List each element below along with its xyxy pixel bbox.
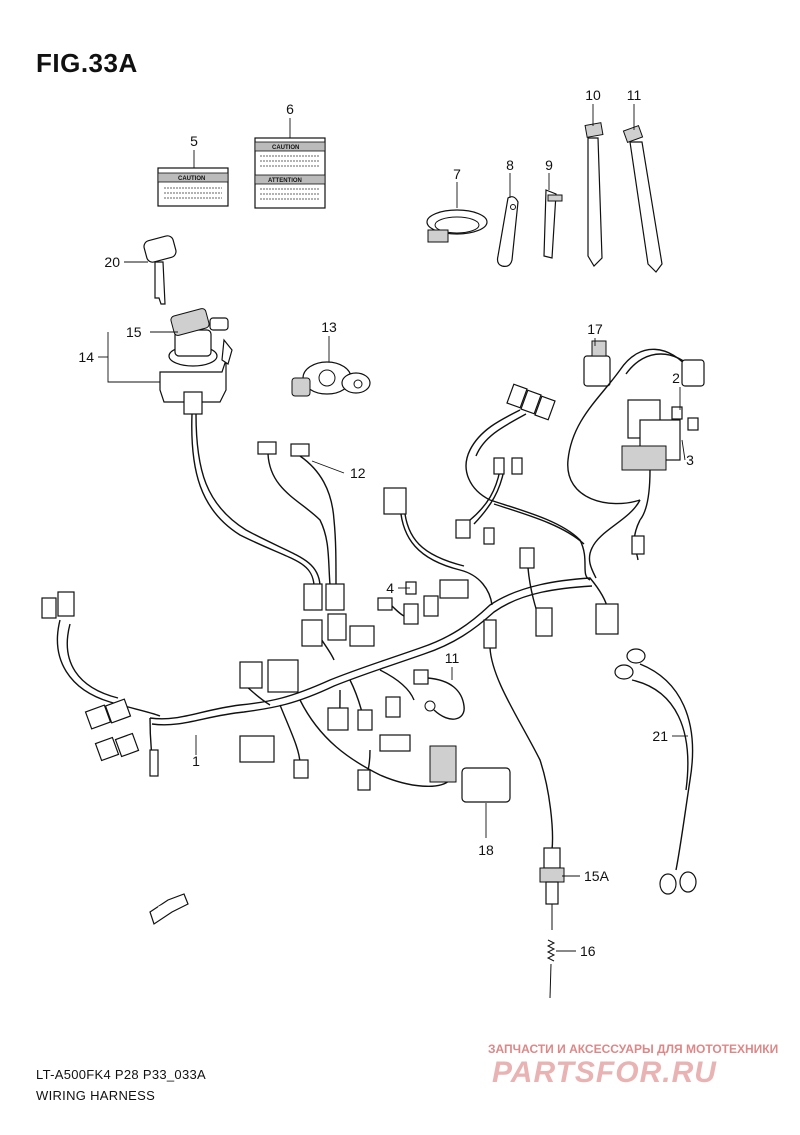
callout-15a: 15 (126, 324, 142, 340)
clamp-part (426, 209, 488, 243)
clip-part (543, 189, 563, 259)
callout-20: 20 (104, 254, 120, 270)
attention-text: ATTENTION (268, 178, 302, 184)
callout-12: 11 (445, 650, 460, 666)
callout-18: 17 (587, 321, 603, 337)
figure-title: FIG.33A (36, 48, 138, 78)
ground-lead-12 (413, 669, 465, 720)
leader-lines (98, 104, 688, 952)
caution-label-small: CAUTION (157, 167, 229, 207)
watermark-tagline: ЗАПЧАСТИ И АКСЕССУАРЫ ДЛЯ МОТОТЕХНИКИ (488, 1042, 779, 1056)
callout-5: 5 (190, 133, 198, 149)
callout-16: 15A (584, 868, 610, 884)
callout-3: 3 (686, 452, 694, 468)
regulator-part-19 (429, 745, 511, 803)
callout-2: 2 (672, 370, 680, 386)
sub-harness-13 (257, 441, 345, 611)
fuse-box-part (621, 399, 699, 521)
callout-1: 1 (192, 753, 200, 769)
main-harness-1 (41, 487, 641, 791)
tie-band-large-part (622, 124, 663, 273)
caution-text-large: CAUTION (272, 145, 299, 151)
caution-attention-label: CAUTION ATTENTION (254, 137, 326, 209)
watermark-brand: PARTSFOR.RU (492, 1056, 717, 1089)
callout-19: 18 (478, 842, 494, 858)
callout-21: 21 (652, 728, 668, 744)
holder-part (496, 196, 519, 267)
callout-17: 16 (580, 943, 596, 959)
upper-connector-cluster (455, 383, 556, 545)
callout-9: 9 (545, 157, 553, 173)
callout-15: 14 (78, 349, 94, 365)
sensor-part-14 (291, 361, 371, 397)
callouts: 5 6 7 8 9 10 11 20 15 14 13 17 2 3 12 4 … (78, 87, 694, 959)
callout-14: 13 (321, 319, 337, 335)
callout-13: 12 (350, 465, 366, 481)
callout-8: 8 (506, 157, 514, 173)
fwd-arrow: FWD (149, 893, 189, 925)
tie-band-part (584, 122, 604, 267)
caution-text-small: CAUTION (178, 176, 205, 182)
sensor-part-16 (483, 619, 565, 930)
relay-part-18 (583, 340, 611, 387)
callout-11: 11 (627, 87, 642, 103)
spring-part-17 (546, 939, 556, 999)
key-part (143, 235, 177, 305)
model-code: LT-A500FK4 P28 P33_033A (36, 1067, 206, 1082)
callout-4: 4 (386, 580, 394, 596)
ignition-switch-part (159, 308, 233, 415)
callout-6: 6 (286, 101, 294, 117)
lead-wire-21 (614, 648, 697, 895)
callout-10: 10 (585, 87, 601, 103)
figure-description: WIRING HARNESS (36, 1088, 156, 1103)
callout-7: 7 (453, 166, 461, 182)
